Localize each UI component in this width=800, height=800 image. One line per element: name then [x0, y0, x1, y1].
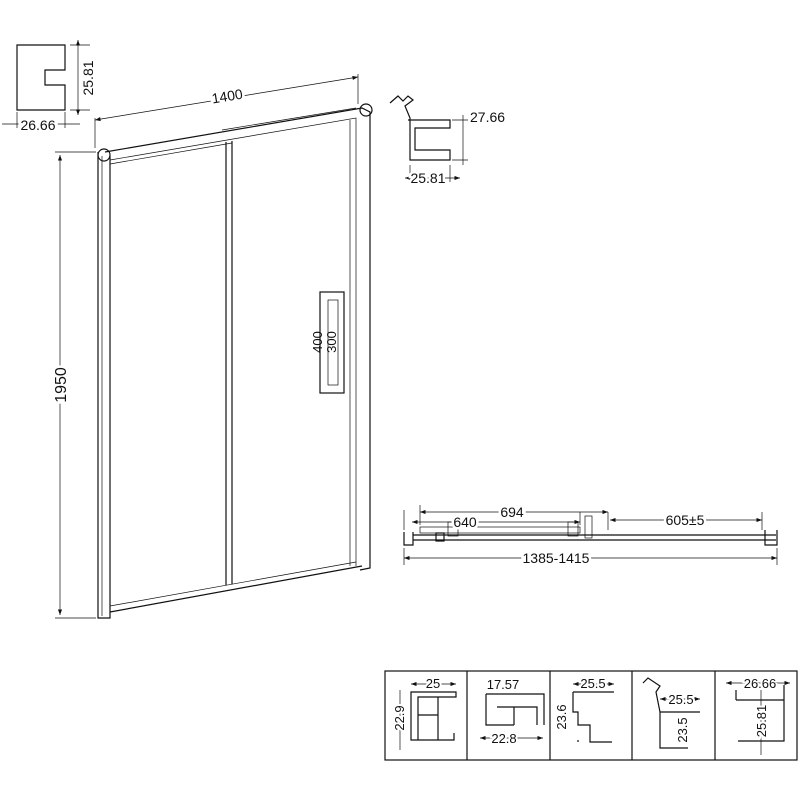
cell-2-bottom-dim: 22.8: [491, 731, 516, 746]
panel-divider: [225, 141, 233, 585]
door-width-dimension: 1400: [211, 86, 245, 107]
profile-height-dimension: 25.81: [80, 60, 96, 95]
cell-5-top-dim: 26.66: [744, 676, 777, 691]
cell-1-top-dim: 25: [426, 676, 440, 691]
handle: 400 300: [310, 291, 345, 394]
door-elevation: 400 300 1400 1950: [51, 74, 373, 619]
cell-5-side-dim: 25.81: [754, 705, 769, 738]
detail-callout-left: [97, 148, 111, 162]
profile-height-dimension: 27.66: [470, 109, 505, 125]
profile-cell-4: 25.5 23.5: [642, 677, 700, 749]
cell-4-top-dim: 25.5: [668, 692, 693, 707]
profile-cell-2: 17.57 22.8: [480, 677, 545, 748]
plan-view: 694 640 605±5 1385-1415: [403, 502, 778, 569]
handle-outer-dimension: 400: [310, 331, 325, 353]
profile-cell-5: 26.66 25.81: [726, 674, 790, 755]
profile-width-dimension: 25.81: [410, 170, 445, 186]
overall-width-dimension: 1385-1415: [523, 550, 590, 566]
profile-cell-1: 25 22.9: [390, 674, 457, 750]
profile-cell-3: 25.5 23.6: [554, 674, 614, 743]
cell-2-top-dim: 17.57: [487, 677, 520, 692]
door-height-dimension: 1950: [53, 367, 70, 403]
opening-dimension: 605±5: [666, 512, 705, 528]
cell-1-side-dim: 22.9: [392, 705, 407, 730]
glass-width-dimension: 640: [453, 514, 477, 530]
profile-top-left: 25.81 26.66: [2, 40, 96, 136]
handle-inner-dimension: 300: [324, 331, 339, 353]
profiles-table: 25 22.9 17.57 22.8 25.5 23.6 25.5 23.5 2…: [384, 670, 798, 761]
profile-top-right: 27.66 25.81: [389, 95, 505, 189]
cell-4-side-dim: 23.5: [675, 717, 690, 742]
cell-3-top-dim: 25.5: [580, 676, 605, 691]
detail-callout-right: [359, 103, 373, 117]
profile-width-dimension: 26.66: [20, 117, 55, 133]
cell-3-side-dim: 23.6: [554, 704, 569, 729]
left-post: [97, 152, 111, 619]
panel-width-dimension: 694: [500, 504, 524, 520]
